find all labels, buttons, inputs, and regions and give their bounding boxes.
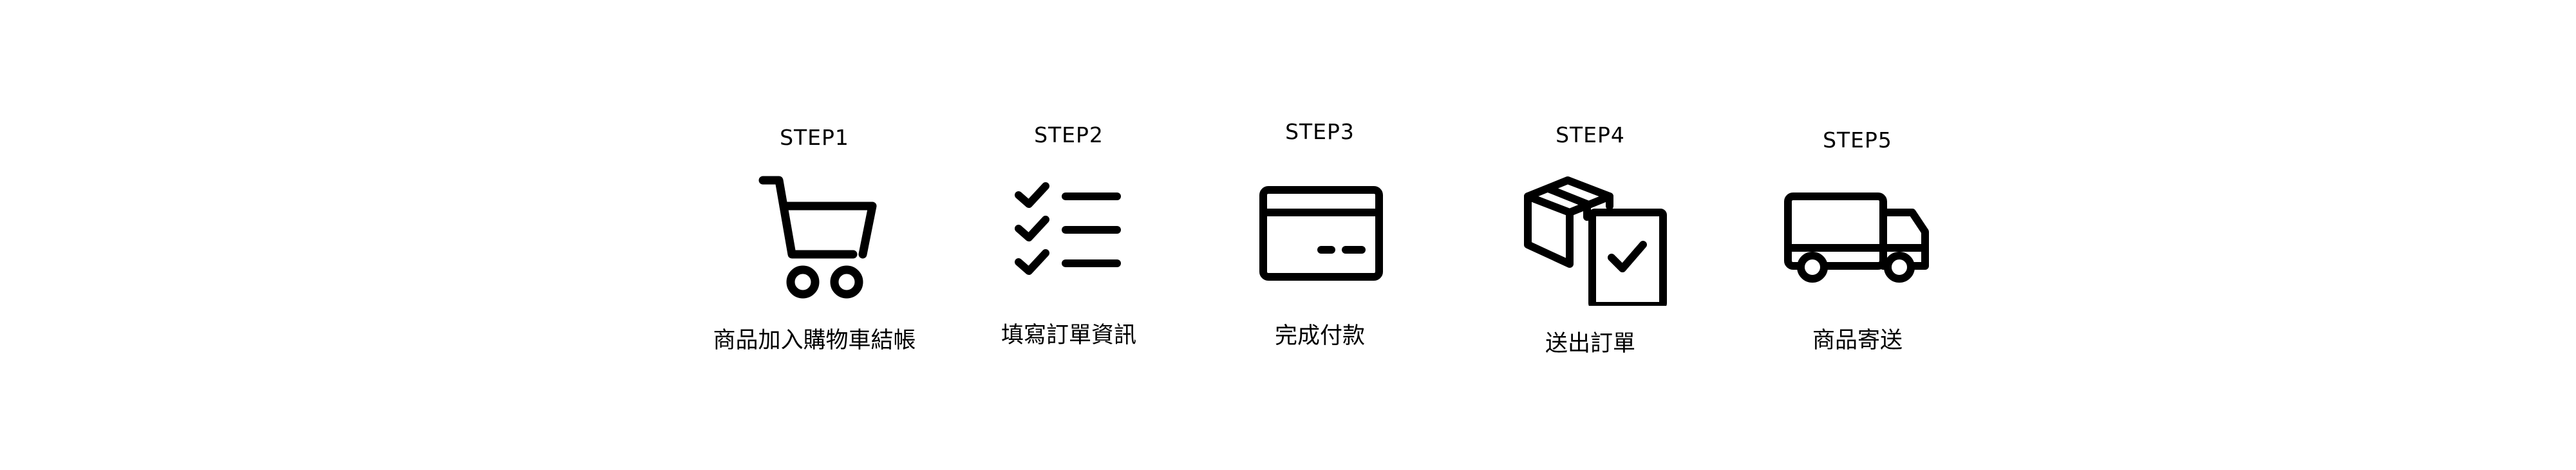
delivery-truck-icon: [1748, 183, 1967, 287]
step-3: STEP3 完成付款: [1210, 119, 1429, 377]
step-label: STEP5: [1823, 127, 1892, 153]
step-caption: 填寫訂單資訊: [1001, 323, 1136, 348]
step-caption: 送出訂單: [1545, 331, 1635, 357]
step-caption: 商品寄送: [1812, 328, 1903, 353]
step-label: STEP2: [1034, 122, 1104, 147]
step-2: STEP2 填寫訂單資訊: [959, 122, 1178, 380]
step-label: STEP3: [1285, 119, 1355, 144]
step-5: STEP5 商品寄送: [1748, 122, 1967, 380]
step-caption: 完成付款: [1274, 323, 1365, 349]
credit-card-icon: [1210, 180, 1429, 283]
step-label: STEP1: [780, 125, 849, 150]
step-label: STEP4: [1556, 122, 1625, 147]
checklist-icon: [959, 177, 1178, 280]
shopping-cart-icon: [705, 161, 924, 303]
step-4: STEP4 送出訂單: [1481, 122, 1700, 380]
step-caption: 商品加入購物車結帳: [713, 328, 916, 353]
step-1: STEP1 商品加入購物車結帳: [705, 122, 924, 380]
package-order-icon: [1481, 158, 1700, 306]
